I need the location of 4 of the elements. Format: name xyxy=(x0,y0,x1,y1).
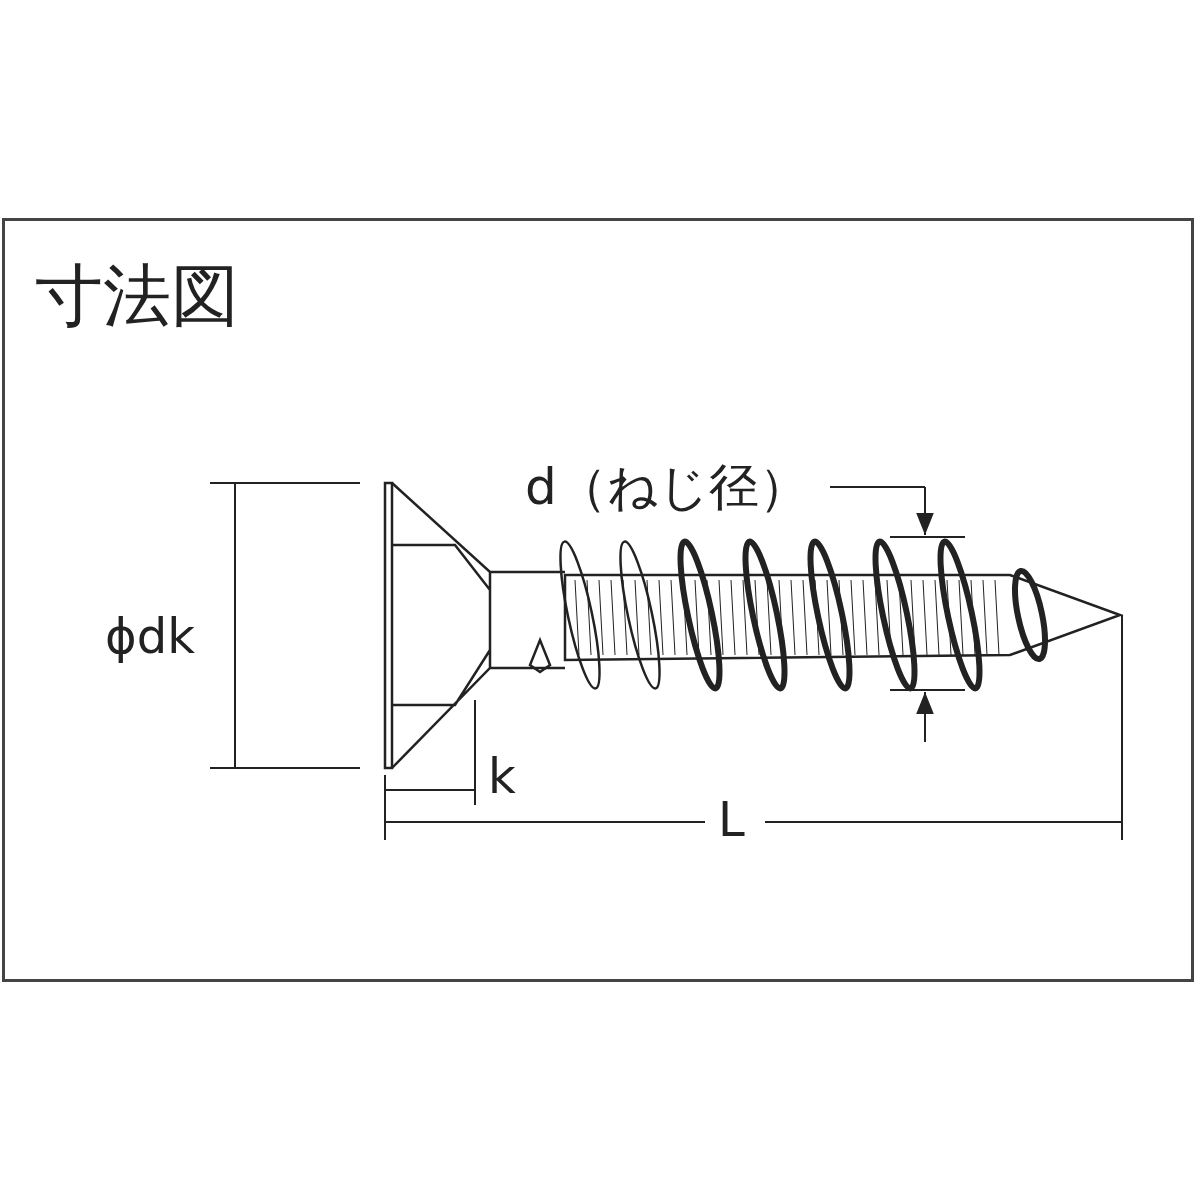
dimension-label: d（ねじ径） xyxy=(525,462,809,512)
dimension-label: k xyxy=(488,752,516,800)
diagram-title: 寸法図 xyxy=(35,262,239,330)
dimension-label: L xyxy=(718,795,745,843)
